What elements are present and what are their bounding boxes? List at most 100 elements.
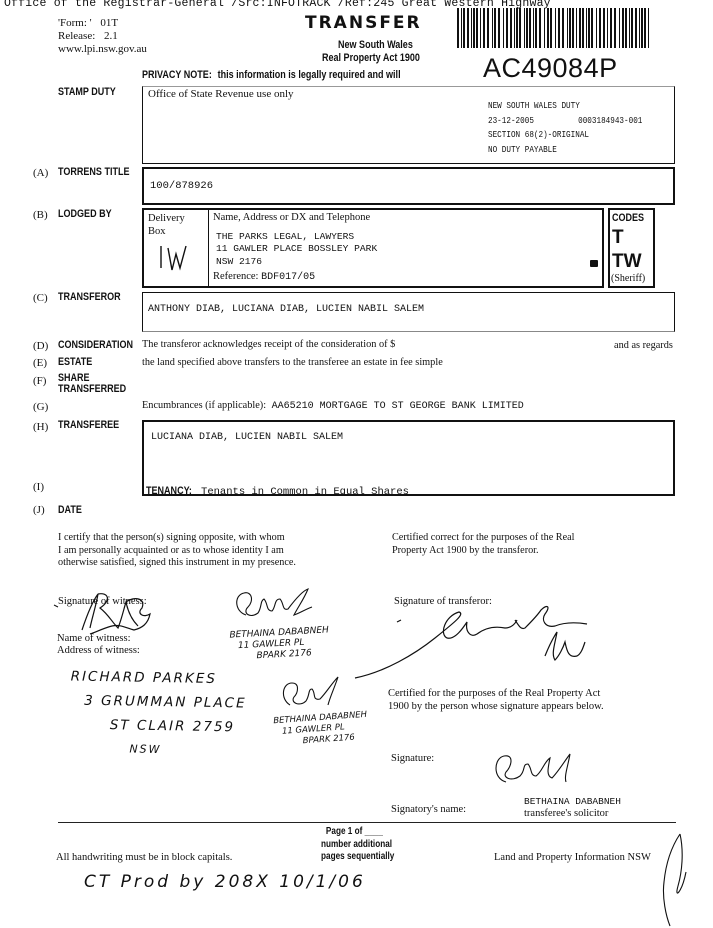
- address-line: 11 GAWLER PLACE BOSSLEY PARK: [216, 243, 378, 255]
- name-of-witness-label: Name of witness:: [57, 633, 131, 644]
- section-g-letter: (G): [33, 401, 49, 413]
- annotation-1: BETHAINA DABABNEH 11 GAWLER PL BPARK 217…: [229, 625, 330, 663]
- checkbox-marker-icon: [590, 260, 598, 267]
- barcode-bar: [533, 8, 534, 48]
- stamp-duty-box: Office of State Revenue use only NEW SOU…: [142, 86, 675, 164]
- release-label: Release:: [58, 30, 96, 42]
- barcode-bar: [607, 8, 608, 48]
- share-label-line: SHARE: [58, 372, 90, 384]
- address-header: Name, Address or DX and Telephone: [213, 212, 371, 223]
- encumbrances-value: AA65210 MORTGAGE TO ST GEORGE BANK LIMIT…: [271, 401, 524, 412]
- reference-value: BDF017/05: [261, 272, 316, 283]
- consideration-text: The transferor acknowledges receipt of t…: [142, 339, 396, 350]
- barcode-bar: [614, 8, 616, 48]
- barcode-bar: [586, 8, 587, 48]
- barcode-bar: [641, 8, 643, 48]
- privacy-note: PRIVACY NOTE: this information is legall…: [142, 69, 401, 81]
- duty-stamp-line: 23-12-2005 0003184943-001: [488, 114, 642, 129]
- section-b-letter: (B): [33, 209, 48, 221]
- torrens-title-value: 100/878926: [150, 180, 214, 192]
- witness-address-line: ST CLAIR 2759: [109, 717, 236, 736]
- barcode-bar: [471, 8, 472, 48]
- page-instruction: pages sequentially: [321, 851, 395, 862]
- barcode-bar: [539, 8, 541, 48]
- transferor-cert-line: Property Act 1900 by the transferor.: [392, 544, 539, 556]
- section-d-letter: (D): [33, 340, 49, 352]
- delivery-box-value: IW: [158, 244, 190, 280]
- barcode-bar: [476, 8, 478, 48]
- torrens-title-field[interactable]: 100/878926: [142, 167, 675, 205]
- barcode-bar: [555, 8, 556, 48]
- section-f-letter: (F): [33, 375, 47, 387]
- barcode-bar: [544, 8, 545, 48]
- address-line: NSW 2176: [216, 255, 263, 265]
- section-e-letter: (E): [33, 357, 48, 369]
- delivery-box-cell[interactable]: Delivery Box IW: [144, 210, 209, 286]
- margin-scribble: [662, 833, 687, 927]
- duty-stamp-date: 23-12-2005: [488, 115, 534, 126]
- barcode-bar: [579, 8, 581, 48]
- footer-handwritten-note: CT Prod by 208X 10/1/06: [84, 872, 366, 892]
- privacy-note-text: this information is legally required and…: [217, 69, 401, 81]
- act-name: Real Property Act 1900: [322, 52, 420, 64]
- tenancy-value: Tenants in Common in Equal Shares: [201, 486, 409, 498]
- barcode-bar: [535, 8, 537, 48]
- barcode-bar: [562, 8, 564, 48]
- witness-handwritten-details: RICHARD PARKES 3 GRUMMAN PLACE ST CLAIR …: [69, 664, 247, 763]
- transferee-field[interactable]: LUCIANA DIAB, LUCIEN NABIL SALEM TENANCY…: [142, 420, 675, 498]
- witness-cert-line: otherwise satisfied, signed this instrum…: [58, 557, 296, 568]
- barcode-bar: [506, 8, 508, 48]
- estate-text: the land specified above transfers to th…: [142, 357, 443, 368]
- page-number: Page 1 of ____: [325, 826, 383, 837]
- signatory-name: BETHAINA DABABNEH: [524, 796, 621, 807]
- witness-address-line: NSW: [129, 742, 162, 757]
- source-line: Office of the Registrar-General /Src:INF…: [4, 0, 551, 10]
- barcode-bar: [567, 8, 568, 48]
- consideration-label: CONSIDERATION: [58, 339, 134, 351]
- transferee-label: TRANSFEREE: [58, 419, 120, 431]
- duty-stamp-number: 0003184943-001: [578, 115, 643, 126]
- code-2: TW: [612, 251, 642, 272]
- reference-row: Reference: BDF017/05: [213, 271, 315, 283]
- stamp-duty-label: STAMP DUTY: [58, 86, 116, 98]
- reference-label: Reference:: [213, 271, 259, 282]
- barcode: [457, 8, 649, 48]
- barcode-bar: [582, 8, 584, 48]
- privacy-note-label: PRIVACY NOTE:: [142, 69, 212, 81]
- estate-label: ESTATE: [58, 356, 93, 368]
- section-j-letter: (J): [33, 504, 45, 516]
- barcode-bar: [588, 8, 590, 48]
- consideration-suffix: and as regards: [614, 340, 673, 351]
- lodged-by-box: Delivery Box IW Name, Address or DX and …: [142, 208, 604, 288]
- signature-of-transferor-label: Signature of transferor:: [394, 596, 492, 607]
- state-name: New South Wales: [338, 39, 413, 51]
- page-info: Page 1 of ____ number additional pages s…: [321, 826, 394, 864]
- date-label: DATE: [58, 504, 82, 516]
- signature-label: Signature:: [391, 753, 435, 764]
- barcode-bar: [558, 8, 560, 48]
- witness-name-handwritten: RICHARD PARKES: [70, 668, 218, 688]
- annotation-2: BETHAINA DABABNEH 11 GAWLER PL BPARK 217…: [273, 710, 369, 749]
- barcode-bar: [596, 8, 597, 48]
- dealing-number: AC49084P: [483, 53, 618, 83]
- barcode-bar: [461, 8, 462, 48]
- witness-signature: [53, 593, 151, 635]
- barcode-bar: [599, 8, 601, 48]
- barcode-bar: [516, 8, 518, 48]
- barcode-bar: [619, 8, 620, 48]
- address-of-witness-label: Address of witness:: [57, 645, 140, 656]
- initials-signature-2: [282, 676, 339, 706]
- website-link[interactable]: www.lpi.nsw.gov.au: [58, 43, 147, 55]
- transferor-field[interactable]: ANTHONY DIAB, LUCIANA DIAB, LUCIEN NABIL…: [142, 292, 675, 332]
- barcode-bar: [519, 8, 521, 48]
- release-value: 2.1: [104, 30, 118, 42]
- barcode-bar: [625, 8, 627, 48]
- section-a-letter: (A): [33, 167, 49, 179]
- initials-signature-1: [236, 588, 313, 616]
- transferor-signature: [354, 605, 588, 679]
- delivery-box-handwriting: [160, 245, 187, 271]
- barcode-bar: [457, 8, 459, 48]
- form-label: 'Form: ': [58, 17, 92, 29]
- barcode-bar: [503, 8, 504, 48]
